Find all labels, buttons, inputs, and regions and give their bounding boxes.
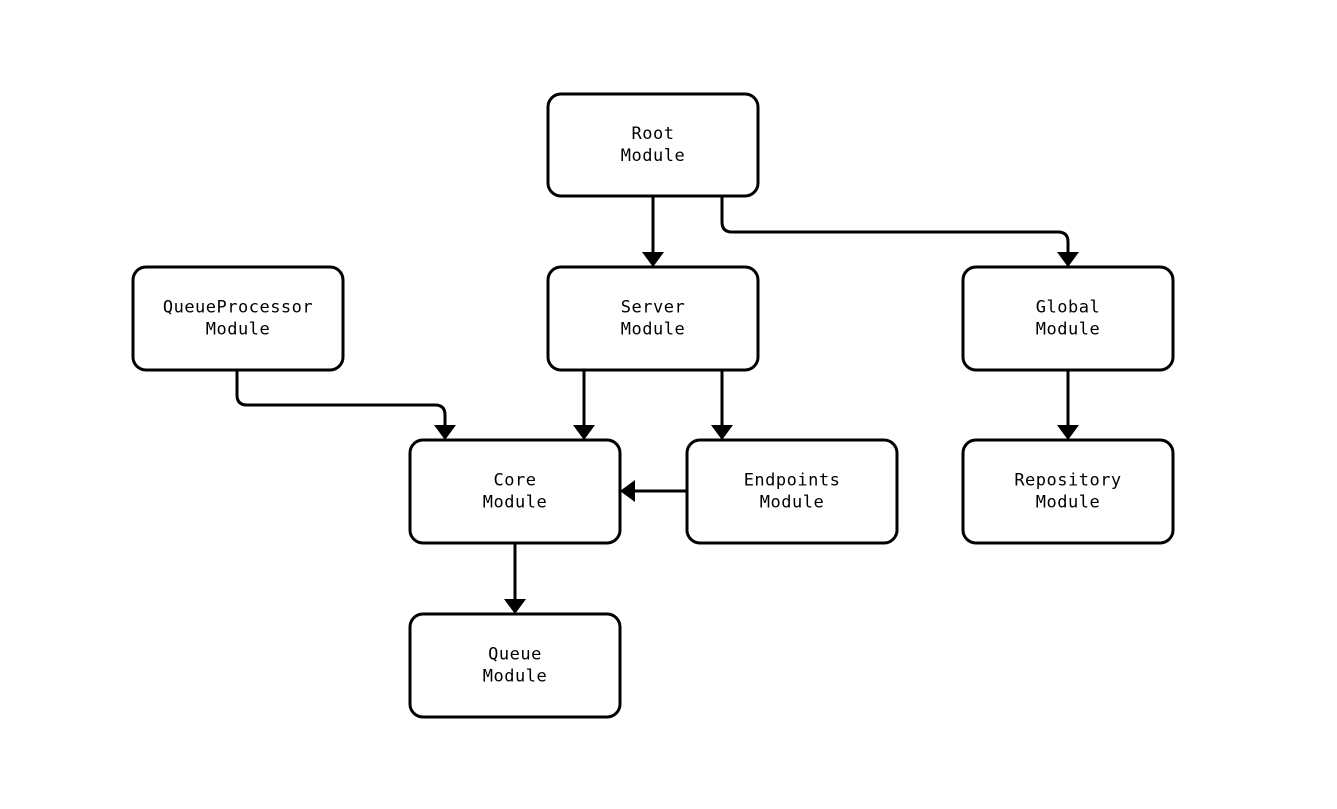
edge-endpoints-to-core: [620, 480, 687, 502]
node-box[interactable]: [546, 265, 760, 372]
node-box[interactable]: [408, 438, 622, 545]
node-box[interactable]: [546, 92, 760, 198]
edges-layer: [235, 196, 1079, 614]
node-label-line1: Root: [632, 124, 675, 144]
arrow-head-icon: [504, 599, 526, 614]
node-box[interactable]: [961, 265, 1175, 372]
arrow-head-icon: [1057, 425, 1079, 440]
node-label-line2: Module: [621, 320, 685, 340]
nodes-layer: RootModuleQueueProcessorModuleServerModu…: [131, 92, 1175, 719]
node-label-line2: Module: [206, 320, 270, 340]
node-label-line2: Module: [621, 146, 685, 166]
edge-server-to-endpoints: [711, 370, 733, 440]
node-label-line1: Core: [494, 471, 537, 491]
node-label-line2: Module: [1036, 493, 1100, 513]
edge-line: [235, 370, 447, 425]
arrow-head-icon: [711, 425, 733, 440]
arrow-head-icon: [434, 425, 456, 440]
edge-core-to-queue: [504, 543, 526, 614]
arrow-head-icon: [1057, 252, 1079, 267]
edge-root-to-global: [720, 196, 1079, 267]
edge-root-to-server: [642, 196, 664, 267]
arrow-head-icon: [573, 425, 595, 440]
node-label-line1: Endpoints: [744, 471, 841, 491]
node-box[interactable]: [131, 265, 345, 372]
edge-global-to-repository: [1057, 370, 1079, 440]
node-box[interactable]: [408, 612, 622, 719]
node-box[interactable]: [685, 438, 899, 545]
node-label-line1: Repository: [1014, 471, 1121, 491]
edge-queueprocessor-to-core: [235, 370, 456, 440]
edge-server-to-core: [573, 370, 595, 440]
edge-line: [720, 196, 1070, 252]
node-label-line1: Server: [621, 298, 685, 318]
node-label-line1: Queue: [488, 645, 542, 665]
node-box[interactable]: [961, 438, 1175, 545]
node-label-line2: Module: [483, 493, 547, 513]
node-label-line2: Module: [1036, 320, 1100, 340]
node-label-line1: Global: [1036, 298, 1100, 318]
node-label-line1: QueueProcessor: [163, 298, 313, 318]
arrow-head-icon: [620, 480, 635, 502]
node-label-line2: Module: [483, 667, 547, 687]
node-label-line2: Module: [760, 493, 824, 513]
arrow-head-icon: [642, 252, 664, 267]
